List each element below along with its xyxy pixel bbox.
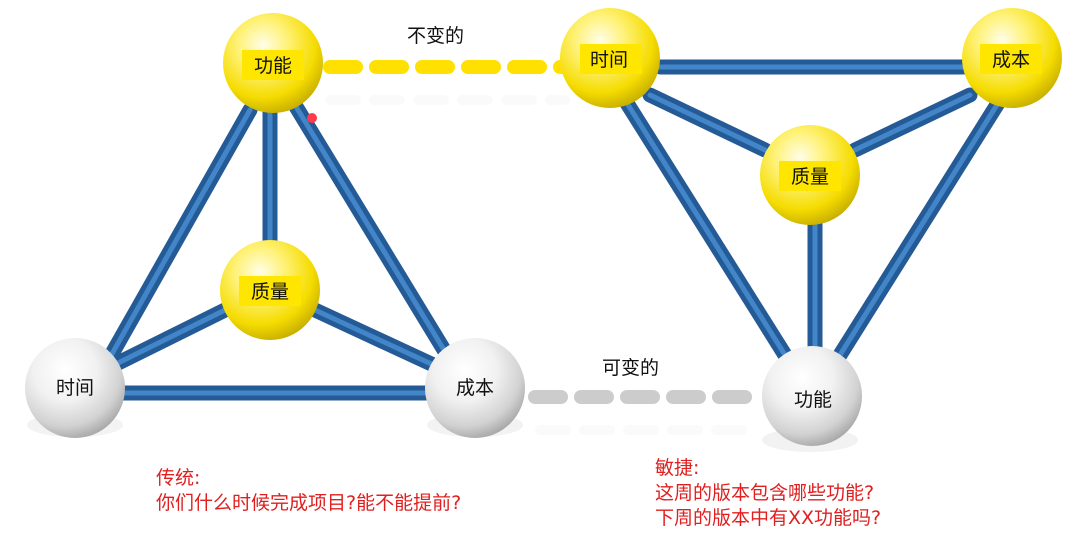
agile-caption-title: 敏捷: [655,457,700,479]
agile-node-center: 质量 [760,125,860,225]
red-dot-marker [307,113,317,123]
agile-caption-line-2: 下周的版本中有XX功能吗? [655,507,882,529]
traditional-node-right: 成本 [425,338,525,438]
traditional-caption-line: 你们什么时候完成项目?能不能提前? [156,492,462,514]
traditional-caption: 传统: 你们什么时候完成项目?能不能提前? [156,466,461,516]
svg-text:质量: 质量 [251,281,289,303]
svg-text:质量: 质量 [791,166,829,188]
traditional-node-top: 功能 [223,13,323,113]
agile-caption-line-1: 这周的版本包含哪些功能? [655,482,875,504]
svg-text:成本: 成本 [456,377,494,399]
agile-node-bottom: 功能 [762,346,862,446]
agile-node-left: 时间 [560,8,660,108]
svg-text:时间: 时间 [590,49,628,71]
fixed-link-label: 不变的 [407,25,464,47]
variable-link-label: 可变的 [602,357,659,379]
agile-caption: 敏捷: 这周的版本包含哪些功能? 下周的版本中有XX功能吗? [655,456,881,531]
traditional-caption-title: 传统: [156,467,201,489]
svg-text:成本: 成本 [992,49,1030,71]
svg-text:功能: 功能 [254,55,292,77]
traditional-node-center: 质量 [220,240,320,340]
svg-text:功能: 功能 [794,389,832,411]
traditional-node-left: 时间 [25,338,125,438]
svg-text:时间: 时间 [56,377,94,399]
agile-node-right: 成本 [962,8,1062,108]
